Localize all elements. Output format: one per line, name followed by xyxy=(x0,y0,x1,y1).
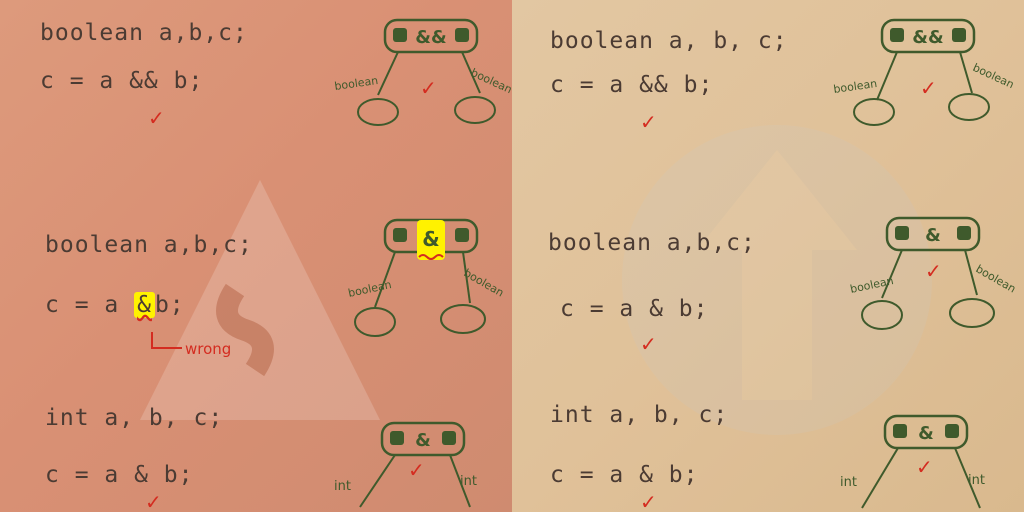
ast-tree: && boolean boolean ✓ xyxy=(334,18,512,126)
expression-suffix: b; xyxy=(154,292,185,318)
up-arrow-circle-icon xyxy=(622,125,932,435)
child-type-label: int xyxy=(460,474,477,489)
child-type-label: boolean xyxy=(347,278,393,300)
highlighted-operator: & xyxy=(134,292,155,318)
operator-label: & xyxy=(415,430,431,451)
code-expression: c = a & b; xyxy=(45,462,194,488)
code-expression: c = a && b; xyxy=(550,72,714,98)
child-node-right xyxy=(948,93,990,121)
ast-tree: & int int ✓ xyxy=(840,414,985,509)
code-declaration: boolean a, b, c; xyxy=(550,28,788,54)
ast-tree: & boolean boolean ✓ xyxy=(849,216,1018,330)
child-type-label: int xyxy=(334,479,351,494)
code-expression: c = a & b; xyxy=(560,296,709,322)
operator-label: & xyxy=(925,225,941,246)
code-declaration: int a, b, c; xyxy=(45,405,224,431)
error-label: wrong xyxy=(185,340,232,358)
code-declaration: boolean a,b,c; xyxy=(548,230,756,256)
operator-node xyxy=(883,414,969,450)
error-pointer xyxy=(151,332,182,349)
ast-tree: & boolean boolean xyxy=(347,218,506,337)
check-mark-icon: ✓ xyxy=(640,332,657,356)
check-mark-icon: ✓ xyxy=(145,490,162,512)
operator-label: && xyxy=(912,27,943,48)
operator-label: & xyxy=(918,423,934,444)
child-type-label: boolean xyxy=(849,274,895,296)
code-expression: c = a & b; xyxy=(550,462,699,488)
operator-label: && xyxy=(415,27,446,48)
operator-node xyxy=(885,216,981,252)
left-panel: boolean a,b,c; c = a && b; ✓ && boolean … xyxy=(0,0,512,512)
check-mark-icon: ✓ xyxy=(148,106,165,130)
ast-tree: & int int ✓ xyxy=(334,421,477,508)
child-node-right xyxy=(454,96,496,124)
check-mark-icon: ✓ xyxy=(640,490,657,512)
child-node-left xyxy=(861,300,903,330)
child-type-label: boolean xyxy=(833,77,878,96)
code-declaration: int a, b, c; xyxy=(550,402,729,428)
child-node-left xyxy=(357,98,399,126)
child-type-label: boolean xyxy=(334,74,379,93)
child-type-label: boolean xyxy=(974,262,1018,295)
child-type-label: boolean xyxy=(971,61,1016,91)
child-node-right xyxy=(440,304,486,334)
child-node-left xyxy=(354,307,396,337)
check-mark-icon: ✓ xyxy=(420,76,437,100)
child-type-label: int xyxy=(840,475,857,490)
child-node-left xyxy=(853,98,895,126)
check-mark-icon: ✓ xyxy=(916,455,933,479)
ast-tree: && boolean boolean ✓ xyxy=(833,18,1016,126)
operator-node xyxy=(383,18,479,54)
operator-node xyxy=(880,18,976,54)
operator-label: & xyxy=(422,227,439,251)
code-declaration: boolean a,b,c; xyxy=(40,20,248,46)
check-mark-icon: ✓ xyxy=(925,259,942,283)
operator-node xyxy=(380,421,466,457)
child-type-label: int xyxy=(968,473,985,488)
code-expression: c = a && b; xyxy=(40,68,204,94)
expression-prefix: c = a xyxy=(45,292,135,318)
warning-triangle-icon xyxy=(216,283,274,377)
child-node-right xyxy=(949,298,995,328)
operator-highlight xyxy=(417,220,445,260)
check-mark-icon: ✓ xyxy=(408,458,425,482)
code-expression: c = a &b; xyxy=(45,292,185,318)
check-mark-icon: ✓ xyxy=(640,110,657,134)
check-mark-icon: ✓ xyxy=(920,76,937,100)
right-panel: boolean a, b, c; c = a && b; ✓ && boolea… xyxy=(512,0,1024,512)
code-declaration: boolean a,b,c; xyxy=(45,232,253,258)
